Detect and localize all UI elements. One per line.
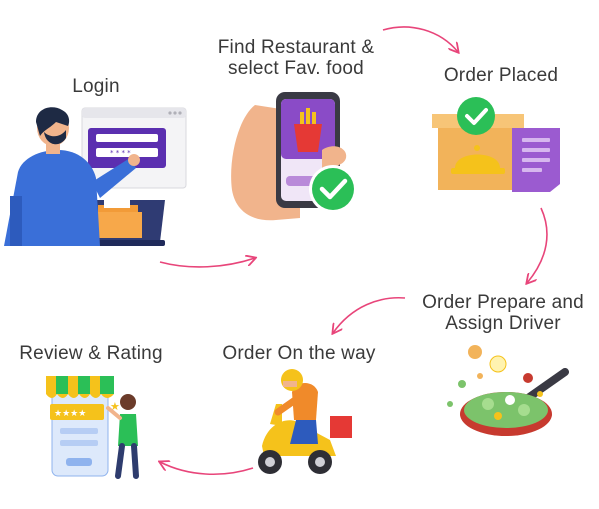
arrow-login-to-find [159, 258, 255, 268]
step-review-rating-label: Review & Rating [19, 343, 163, 364]
step-order-placed-label: Order Placed [443, 65, 559, 86]
svg-text:* * * *: * * * * [110, 149, 131, 157]
step-find-restaurant-label: Find Restaurant & select Fav. food [196, 37, 396, 79]
step-prepare-line1: Order Prepare and [422, 292, 584, 313]
phone-select-food-illustration [231, 92, 357, 221]
login-illustration: * * * * [4, 107, 187, 246]
arrow-find-to-placed [382, 26, 458, 52]
flow-arrows [159, 26, 548, 476]
arrow-prepare-to-onway [333, 296, 406, 333]
step-order-on-the-way-label: Order On the way [222, 343, 376, 364]
svg-text:★★★★: ★★★★ [54, 409, 86, 419]
cooking-pan-illustration [447, 345, 569, 436]
review-store-illustration: ★★★★ ★ [46, 376, 139, 479]
step-login-label: Login [72, 76, 120, 97]
arrow-onway-to-review [160, 462, 254, 476]
step-prepare-line2: Assign Driver [445, 313, 561, 334]
step-order-prepare-label: Order Prepare and Assign Driver [407, 292, 599, 334]
step-find-line1: Find Restaurant & [217, 37, 375, 58]
step-find-line2: select Fav. food [228, 58, 364, 79]
svg-text:★: ★ [110, 400, 120, 413]
arrow-placed-to-prepare [527, 207, 548, 283]
order-placed-box-illustration [432, 97, 560, 192]
delivery-scooter-illustration [258, 369, 352, 474]
